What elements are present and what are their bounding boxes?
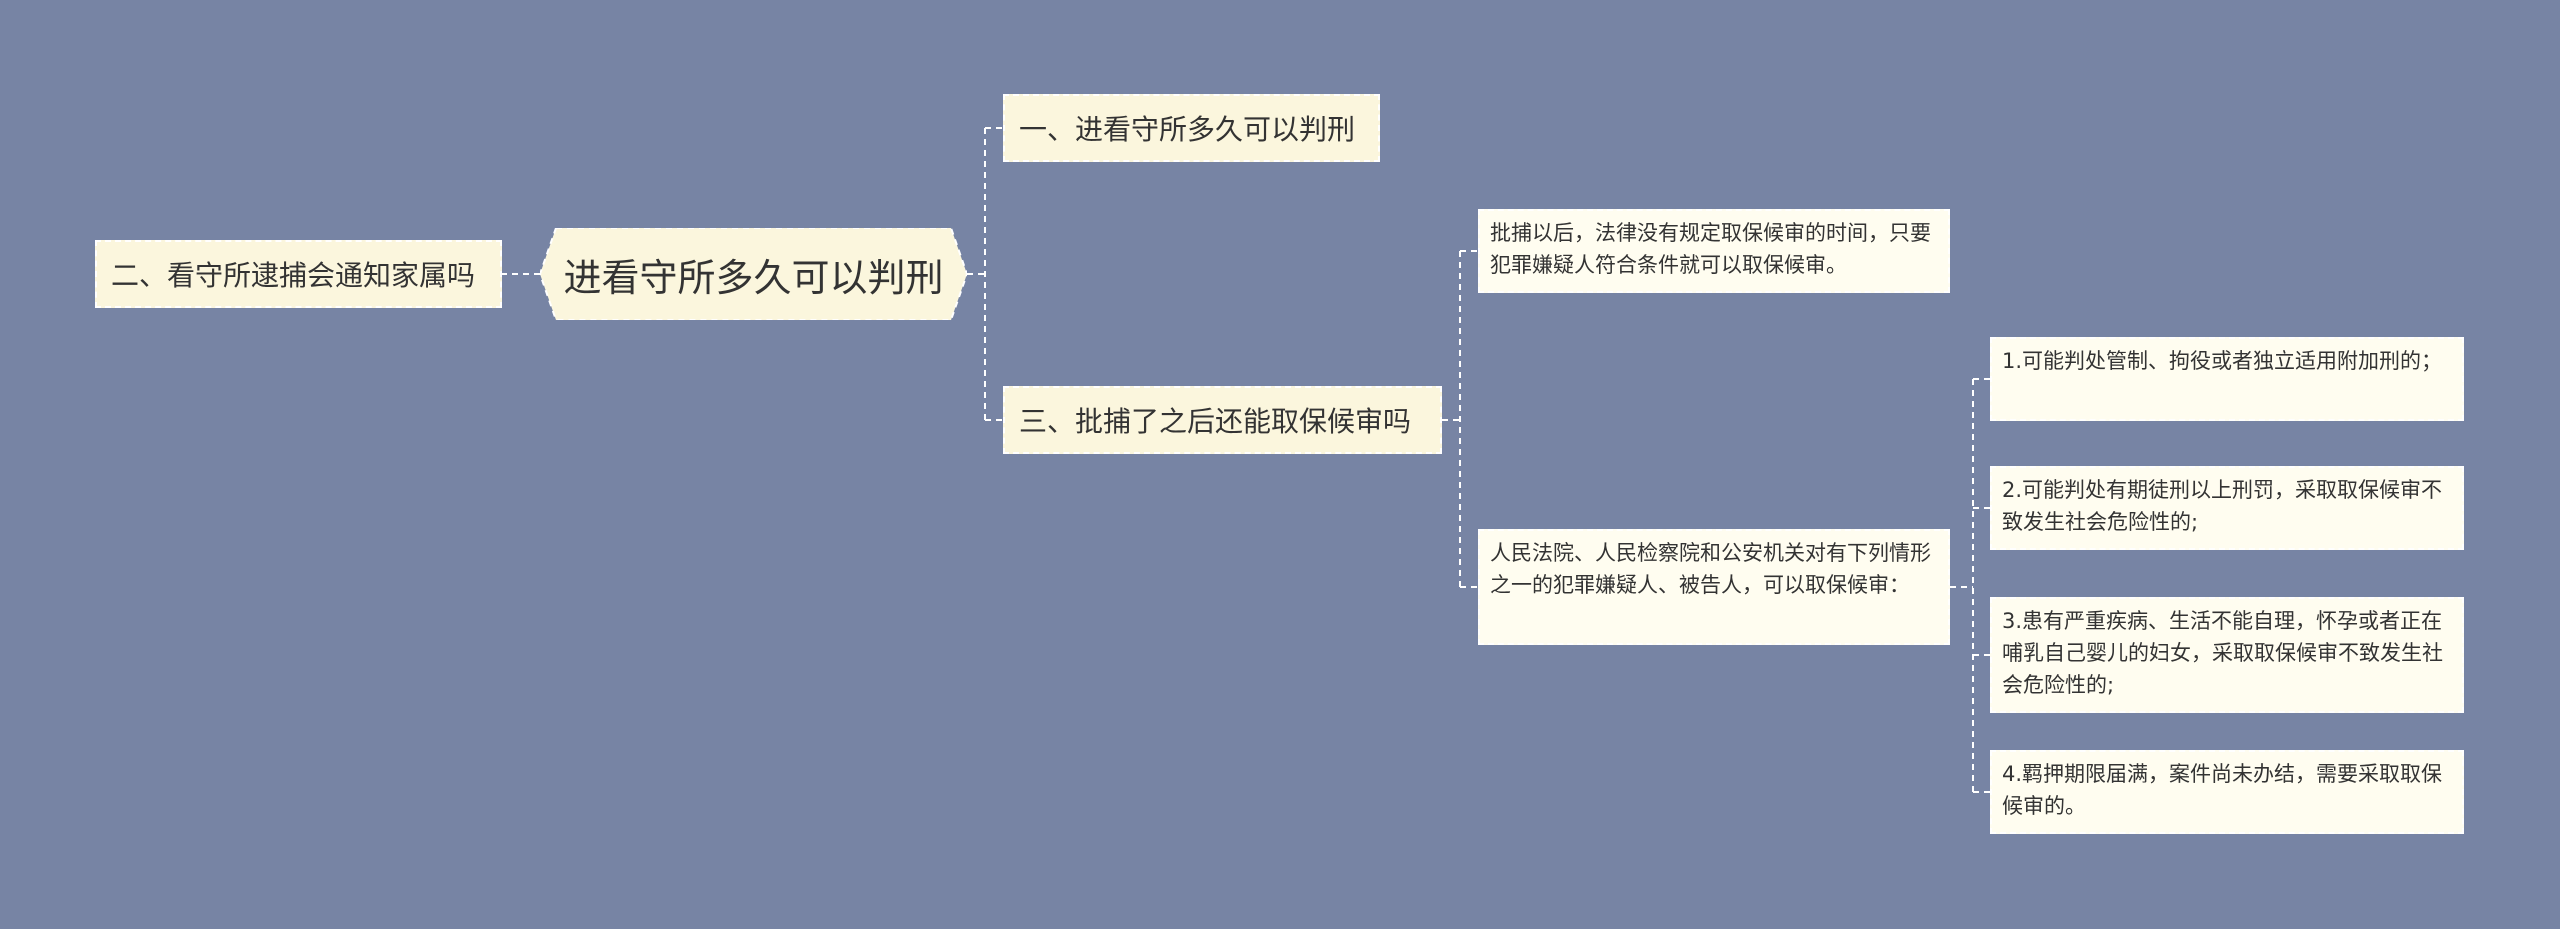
- root-topic[interactable]: 进看守所多久可以判刑: [540, 228, 967, 320]
- branch-watch-notify-family[interactable]: 二、看守所逮捕会通知家属吗: [95, 240, 502, 308]
- connector-branch3-children: [1442, 250, 1478, 588]
- connector-root-right: [967, 127, 1003, 421]
- connector-detail-items: [1950, 378, 1990, 793]
- node-bail-no-time-limit[interactable]: 批捕以后，法律没有规定取保候审的时间，只要犯罪嫌疑人符合条件就可以取保候审。: [1478, 209, 1950, 293]
- node-text: 批捕以后，法律没有规定取保候审的时间，只要犯罪嫌疑人符合条件就可以取保候审。: [1490, 221, 1931, 277]
- branch-label: 三、批捕了之后还能取保候审吗: [1019, 405, 1412, 438]
- list-item-condition-2[interactable]: 2.可能判处有期徒刑以上刑罚，采取取保候审不致发生社会危险性的;: [1990, 466, 2464, 550]
- node-text: 3.患有严重疾病、生活不能自理，怀孕或者正在哺乳自己婴儿的妇女，采取取保候审不致…: [2002, 609, 2443, 697]
- list-item-condition-1[interactable]: 1.可能判处管制、拘役或者独立适用附加刑的；: [1990, 337, 2464, 421]
- branch-label: 一、进看守所多久可以判刑: [1019, 113, 1356, 146]
- list-item-condition-4[interactable]: 4.羁押期限届满，案件尚未办结，需要采取取保候审的。: [1990, 750, 2464, 834]
- node-text: 2.可能判处有期徒刑以上刑罚，采取取保候审不致发生社会危险性的;: [2002, 478, 2443, 534]
- node-text: 人民法院、人民检察院和公安机关对有下列情形之一的犯罪嫌疑人、被告人，可以取保候审…: [1490, 541, 1931, 597]
- root-hexagon-shape: [540, 228, 967, 320]
- branch-label: 二、看守所逮捕会通知家属吗: [111, 259, 476, 292]
- list-item-condition-3[interactable]: 3.患有严重疾病、生活不能自理，怀孕或者正在哺乳自己婴儿的妇女，采取取保候审不致…: [1990, 597, 2464, 713]
- node-bail-conditions[interactable]: 人民法院、人民检察院和公安机关对有下列情形之一的犯罪嫌疑人、被告人，可以取保候审…: [1478, 529, 1950, 645]
- node-text: 4.羁押期限届满，案件尚未办结，需要采取取保候审的。: [2002, 762, 2443, 818]
- node-text: 1.可能判处管制、拘役或者独立适用附加刑的；: [2002, 349, 2443, 373]
- branch-bail-after-arrest[interactable]: 三、批捕了之后还能取保候审吗: [1003, 386, 1442, 454]
- branch-how-long-sentenced[interactable]: 一、进看守所多久可以判刑: [1003, 94, 1380, 162]
- root-topic-label: 进看守所多久可以判刑: [563, 255, 944, 300]
